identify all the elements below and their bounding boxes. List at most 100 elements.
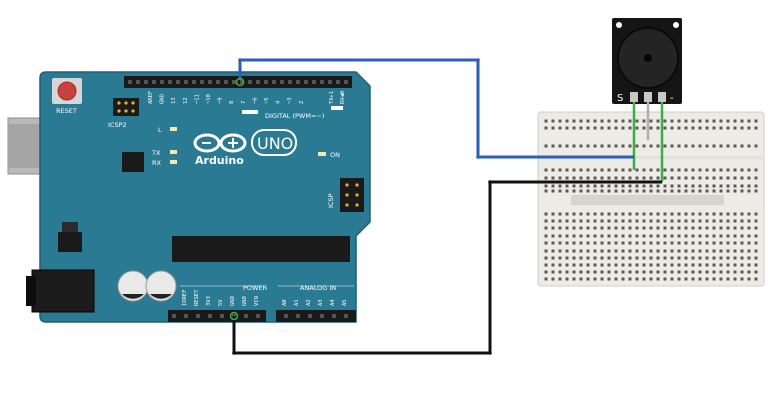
breadboard-hole [614,184,618,188]
breadboard-hole [565,176,569,180]
breadboard-hole [586,189,590,193]
breadboard-hole [684,212,688,216]
breadboard-hole [642,144,646,148]
breadboard-hole [670,119,674,123]
header-pin [332,314,336,318]
breadboard-hole [565,144,569,148]
breadboard-hole [565,277,569,281]
header-pin [328,80,332,84]
breadboard-hole [635,119,639,123]
breadboard-hole [719,270,723,274]
breadboard-hole [628,234,632,238]
breadboard-hole [565,126,569,130]
breadboard-hole [593,256,597,260]
breadboard-hole [698,212,702,216]
breadboard-hole [747,270,751,274]
breadboard-hole [565,263,569,267]
breadboard-hole [705,176,709,180]
header-pin [244,314,248,318]
digital-pin-label: ~11 [194,94,200,104]
breadboard-center-channel [571,195,724,205]
breadboard-hole [684,184,688,188]
power-pin-label: RESET [194,289,200,306]
breadboard-hole [593,277,597,281]
breadboard-hole [649,234,653,238]
header-pin [224,80,228,84]
digital-pin-label: GND [160,94,166,104]
breadboard-hole [586,241,590,245]
breadboard-hole [698,226,702,230]
breadboard-hole [726,184,730,188]
breadboard-hole [712,219,716,223]
breadboard-hole [586,126,590,130]
breadboard-hole [642,184,646,188]
breadboard-hole [747,176,751,180]
breadboard-hole [586,168,590,172]
breadboard-hole [754,144,758,148]
breadboard-hole [747,144,751,148]
breadboard-hole [705,168,709,172]
breadboard-hole [698,168,702,172]
breadboard-hole [705,226,709,230]
breadboard-hole [656,249,660,253]
breadboard-hole [593,234,597,238]
breadboard-hole [544,226,548,230]
breadboard-hole [565,270,569,274]
header-pin [168,80,172,84]
breadboard-hole [551,270,555,274]
icsp-label: ICSP [327,193,335,208]
buzzer-pin [658,92,666,102]
breadboard-hole [600,144,604,148]
breadboard-hole [691,226,695,230]
breadboard-hole [740,189,744,193]
breadboard-hole [642,256,646,260]
breadboard-hole [747,277,751,281]
breadboard-hole [747,189,751,193]
breadboard-hole [600,234,604,238]
breadboard-hole [740,270,744,274]
breadboard-hole [579,256,583,260]
analog-pin-label: A3 [318,299,324,306]
breadboard-hole [600,241,604,245]
breadboard-hole [628,270,632,274]
breadboard-hole [551,277,555,281]
breadboard-hole [677,263,681,267]
breadboard-hole [691,189,695,193]
breadboard-hole [726,168,730,172]
breadboard-hole [656,119,660,123]
breadboard-hole [621,256,625,260]
breadboard-hole [544,270,548,274]
breadboard-hole [684,226,688,230]
power-header [168,310,266,322]
breadboard-hole [565,241,569,245]
breadboard-hole [726,119,730,123]
header-pin [208,80,212,84]
breadboard-hole [691,126,695,130]
breadboard-hole [698,219,702,223]
breadboard-hole [670,126,674,130]
breadboard-hole [607,226,611,230]
header-pin [196,314,200,318]
breadboard-hole [705,263,709,267]
breadboard-hole [733,256,737,260]
model-badge [251,129,297,156]
breadboard-hole [726,126,730,130]
breadboard-hole [663,241,667,245]
breadboard-hole [740,263,744,267]
breadboard-hole [600,256,604,260]
breadboard-hole [579,176,583,180]
breadboard-hole [656,168,660,172]
breadboard-hole [677,234,681,238]
breadboard-hole [663,212,667,216]
breadboard-hole [558,144,562,148]
breadboard-hole [572,144,576,148]
breadboard-hole [579,144,583,148]
model-name: UNO [257,134,293,153]
breadboard-hole [726,256,730,260]
breadboard-hole [586,219,590,223]
breadboard-hole [733,219,737,223]
header-pin [320,314,324,318]
breadboard-hole [754,176,758,180]
breadboard-hole [670,189,674,193]
breadboard-hole [698,249,702,253]
